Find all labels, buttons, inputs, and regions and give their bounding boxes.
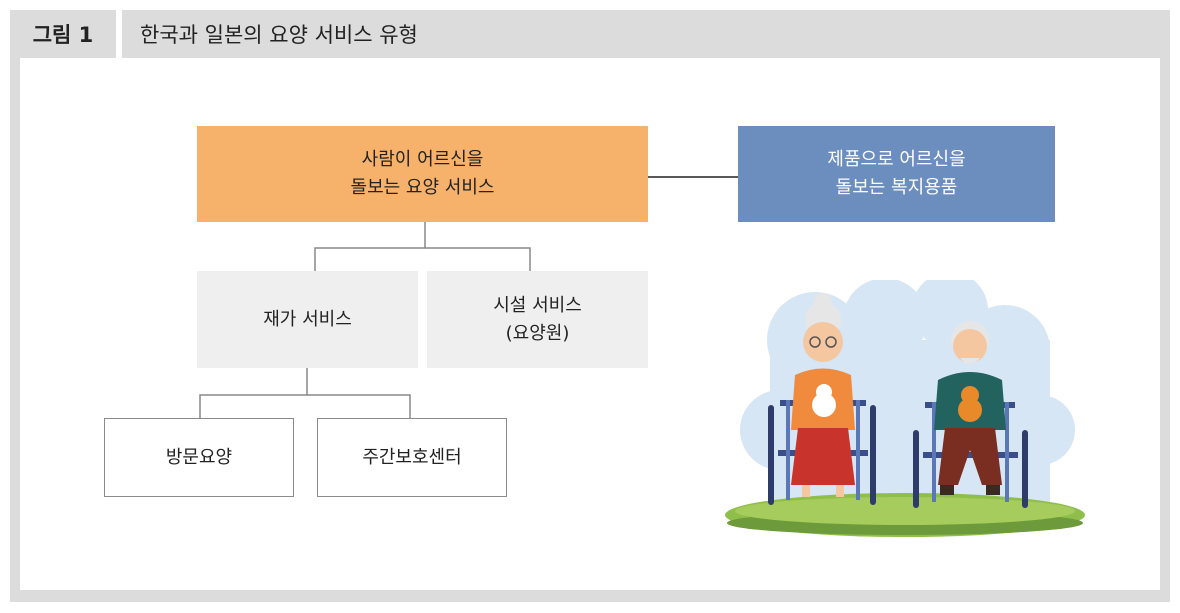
figure-title: 한국과 일본의 요양 서비스 유형 [140,23,418,47]
grandpa-figure [934,321,1006,495]
connector-human-to-services [314,222,426,271]
figure-label: 그림 1 [10,10,116,58]
node-facility-service-label: 시설 서비스 (요양원) [493,294,582,344]
node-home-service: 재가 서비스 [197,271,418,368]
node-product-care: 제품으로 어르신을 돌보는 복지용품 [738,126,1055,222]
connector-to-facility [425,247,531,271]
node-product-care-label: 제품으로 어르신을 돌보는 복지용품 [827,149,966,198]
node-home-visit: 방문요양 [104,418,294,497]
figure-label-divider [116,10,122,58]
node-home-service-label: 재가 서비스 [263,308,352,330]
node-day-care-label: 주간보호센터 [362,446,462,468]
node-human-care: 사람이 어르신을 돌보는 요양 서비스 [197,126,648,222]
connector-to-daycare [307,394,411,418]
elderly-wheelchair-illustration [725,280,1085,537]
connector-home-to-subservices [199,368,308,418]
node-facility-service: 시설 서비스 (요양원) [427,271,648,368]
grandma-figure [791,293,855,497]
node-home-visit-label: 방문요양 [165,446,233,468]
node-human-care-label: 사람이 어르신을 돌보는 요양 서비스 [350,149,495,198]
node-day-care: 주간보호센터 [317,418,507,497]
